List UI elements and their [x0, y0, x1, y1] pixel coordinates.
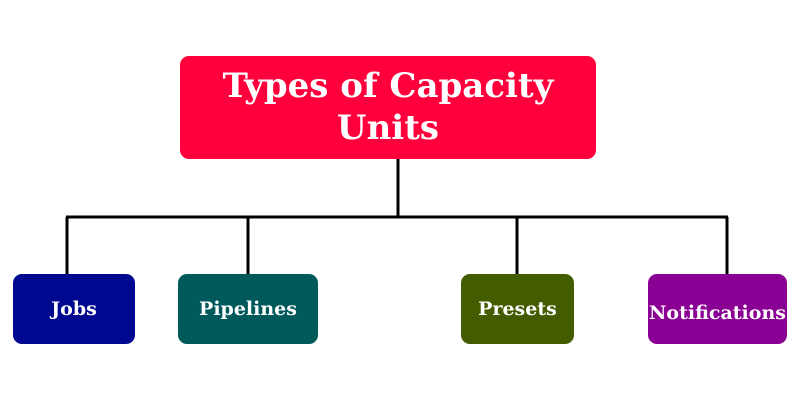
root-node: Types of Capacity Units [180, 56, 596, 159]
child-node-label-presets: Presets [478, 298, 557, 320]
child-node-label-notifications: Notifications [649, 302, 786, 324]
child-node-notifications: Notifications [648, 274, 787, 344]
child-node-label-jobs: Jobs [51, 298, 97, 320]
child-node-presets: Presets [461, 274, 574, 344]
child-node-pipelines: Pipelines [178, 274, 318, 344]
child-node-jobs: Jobs [13, 274, 135, 344]
root-node-label: Types of Capacity Units [222, 66, 554, 148]
child-node-label-pipelines: Pipelines [199, 298, 297, 320]
